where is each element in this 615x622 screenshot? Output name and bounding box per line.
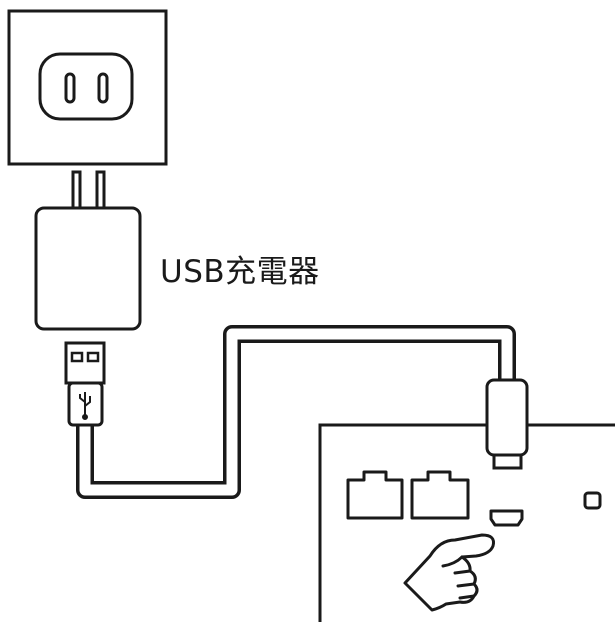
micro-usb-connector-icon xyxy=(485,378,529,470)
usb-cable xyxy=(76,325,516,499)
usb-a-plug-icon xyxy=(64,341,106,427)
usb-ac-adapter-icon xyxy=(34,206,142,331)
ethernet-port-icon xyxy=(346,470,470,520)
adapter-prongs xyxy=(71,170,106,210)
wall-outlet-icon xyxy=(7,9,168,166)
micro-usb-port-icon xyxy=(489,509,524,527)
pointing-hand-icon xyxy=(403,533,495,612)
device-button-icon xyxy=(583,491,602,510)
usb-symbol-icon xyxy=(79,392,91,420)
usb-charger-label: USB充電器 xyxy=(160,254,320,290)
